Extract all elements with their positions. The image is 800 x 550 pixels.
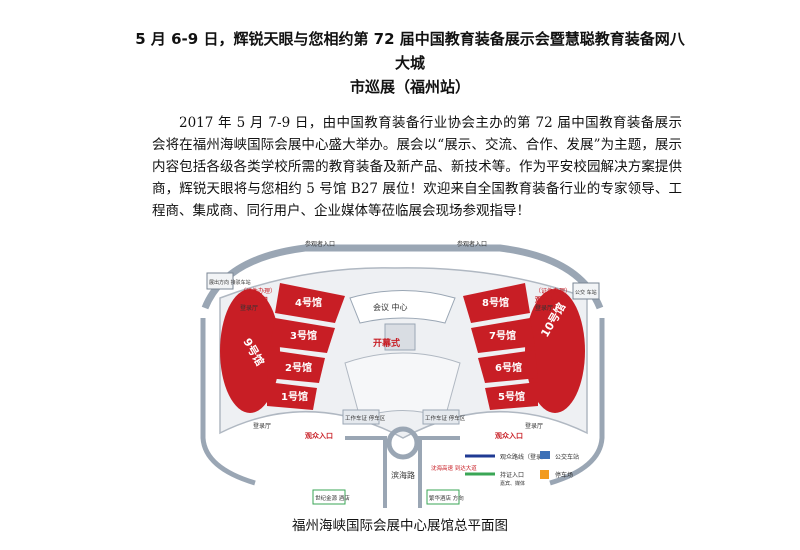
hall-5 <box>485 382 538 410</box>
title-line-1: 5 月 6-9 日，辉锐天眼与您相约第 72 届中国教育装备展示会暨慧聪教育装备… <box>135 30 685 72</box>
hall-label-3: 3号馆 <box>290 329 317 342</box>
legend-bus-station: 公交车站 <box>555 453 579 461</box>
work-parking-left <box>342 409 380 425</box>
hall-1 <box>267 382 317 410</box>
road-bottom-label: 滨海路 <box>391 470 415 480</box>
roundabout <box>386 426 420 460</box>
body-paragraph: 2017 年 5 月 7-9 日，由中国教育装备行业协会主办的第 72 届中国教… <box>152 115 682 219</box>
legend-bus-icon <box>540 451 550 459</box>
hall-label-4: 4号馆 <box>295 296 322 309</box>
entrance-left-top: 观众入口 <box>240 295 268 304</box>
entrance-right-top: 观众入口 <box>535 295 563 304</box>
hall-2 <box>267 350 325 383</box>
hall-label-2: 2号馆 <box>285 361 312 374</box>
hall-6 <box>478 350 538 383</box>
outer-road-left <box>200 318 256 486</box>
article-title: 5 月 6-9 日，辉锐天眼与您相约第 72 届中国教育装备展示会暨慧聪教育装备… <box>130 27 690 99</box>
entrance-right-bottom: 观众入口 <box>495 431 523 440</box>
legend-parking-icon <box>540 470 549 479</box>
hall-8 <box>463 283 530 323</box>
exit-right-label: 繁华酒店 方向 <box>429 494 464 502</box>
registration-right-bottom: 登录厅 <box>525 422 543 430</box>
opening-hall <box>384 323 416 351</box>
inner-road-bottom <box>345 436 460 508</box>
entrance-left-bottom: 观众入口 <box>305 431 333 440</box>
map-legend: 观众路线（登录） 持证入口 嘉宾、媒体 公交车站 停车场 <box>465 451 579 487</box>
work-parking-right-label: 工作车证 停车区 <box>425 414 466 422</box>
conference-center-label: 会议 中心 <box>373 302 408 312</box>
legend-badge-entrance: 持证入口 <box>500 471 524 479</box>
hall-label-5: 5号馆 <box>498 390 525 403</box>
bus-stop-right-label: 公交 车站 <box>575 289 597 296</box>
hall-3 <box>270 318 335 353</box>
map-caption: 福州海峡国际会展中心展馆总平面图 <box>292 518 508 534</box>
work-parking-left-label: 工作车证 停车区 <box>345 414 386 422</box>
registration-left-top: 登录厅 <box>240 304 258 312</box>
exit-left-label: 世纪金源 酒店 <box>315 494 350 502</box>
title-line-2: 市巡展（福州站） <box>349 78 470 96</box>
bus-stop-left-label: 展出方向 接驳车站 <box>209 279 251 286</box>
bus-stop-right <box>572 282 600 300</box>
center-plaza <box>344 352 461 419</box>
bus-stop-left <box>206 272 234 290</box>
venue-map: 9号馆 4号馆 3号馆 2号馆 1号馆 8号馆 7号馆 6号馆 5号馆 10号馆… <box>200 240 605 508</box>
hall-4 <box>275 283 345 323</box>
hall-label-1: 1号馆 <box>281 390 308 403</box>
legend-parking: 停车场 <box>555 471 573 479</box>
hall-10 <box>525 289 585 413</box>
exit-note: 沈海高速 到达大道 <box>431 464 477 472</box>
registration-left-bottom: 登录厅 <box>253 422 271 430</box>
road-top-right-label: 参观者入口 <box>457 240 487 248</box>
legend-visitor-route: 观众路线（登录） <box>500 453 548 461</box>
exit-left <box>312 489 346 505</box>
hall-9 <box>220 289 280 413</box>
entrance-note-left-top: （证件办理） <box>240 287 276 295</box>
conference-center <box>349 290 456 324</box>
road-top-left-label: 参观者入口 <box>305 240 335 248</box>
exit-right <box>426 489 460 505</box>
hall-label-8: 8号馆 <box>482 296 509 309</box>
outer-road-right <box>549 318 605 486</box>
registration-right-top: 登录厅 <box>535 304 553 312</box>
hall-label-6: 6号馆 <box>495 361 522 374</box>
legend-sub-note: 嘉宾、媒体 <box>500 480 525 487</box>
entrance-note-right-top: （证件办理） <box>535 287 571 295</box>
opening-hall-label: 开幕式 <box>373 337 400 349</box>
hall-7 <box>471 318 535 353</box>
article-body: 2017 年 5 月 7-9 日，由中国教育装备行业协会主办的第 72 届中国教… <box>152 112 682 222</box>
hall-label-7: 7号馆 <box>489 329 516 342</box>
work-parking-right <box>422 409 460 425</box>
